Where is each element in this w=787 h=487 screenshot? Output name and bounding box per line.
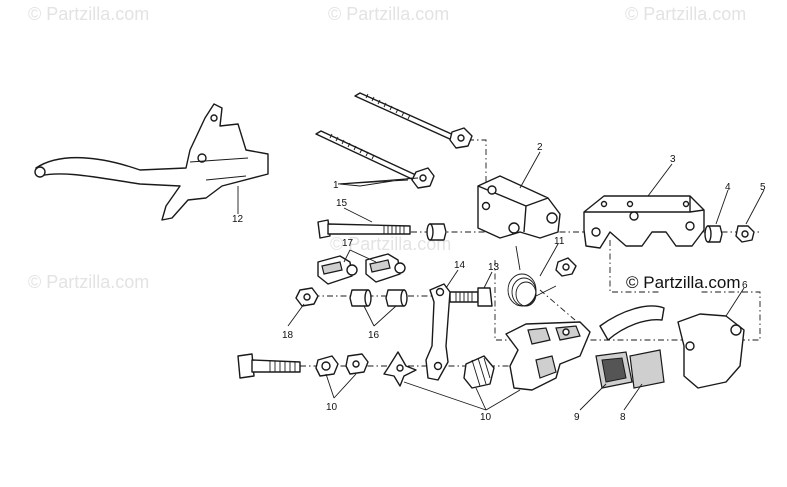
callout-9: 9 [574, 412, 580, 423]
cable-clamp-part-17 [317, 253, 406, 285]
callout-8: 8 [620, 412, 626, 423]
callout-3: 3 [670, 154, 676, 165]
lever-arm-part-14 [425, 283, 451, 381]
watermark-layer: © Partzilla.com © Partzilla.com © Partzi… [28, 4, 746, 292]
watermark-text: © Partzilla.com [328, 4, 449, 24]
callout-10: 10 [326, 402, 338, 413]
callout-6: 6 [742, 280, 748, 291]
long-bolt-part-15 [317, 219, 411, 239]
callout-14: 14 [454, 260, 466, 271]
brake-pad-part-9 [595, 351, 633, 389]
callout-11: 11 [554, 236, 565, 247]
caliper-yoke-part-3 [583, 195, 705, 249]
callout-15: 15 [336, 198, 348, 209]
watermark-text: © Partzilla.com [330, 234, 451, 254]
callout-5: 5 [760, 182, 766, 193]
bracket-part-2 [477, 175, 561, 239]
brake-lever-part-12 [34, 103, 269, 221]
watermark-text: © Partzilla.com [28, 4, 149, 24]
callout-12: 12 [232, 214, 244, 225]
watermark-text: © Partzilla.com [625, 4, 746, 24]
callout-17: 17 [342, 238, 354, 249]
caliper-body [505, 321, 591, 391]
brake-pad-part-8 [629, 349, 665, 389]
nut-part-5 [735, 225, 755, 243]
watermark-text: © Partzilla.com [28, 272, 149, 292]
spacer-part-16 [349, 289, 408, 307]
callout-10: 10 [480, 412, 492, 423]
spacer-part-4 [704, 225, 723, 243]
bolt-part-13 [449, 287, 493, 307]
callout-18: 18 [282, 330, 294, 341]
callout-2: 2 [537, 142, 543, 153]
hardware-part-10 [237, 351, 495, 389]
callout-1: 1 [333, 180, 339, 191]
brand-mark: © Partzilla.com [626, 273, 741, 292]
nut-part-18 [295, 287, 319, 307]
callout-labels: 1 2 3 4 5 6 8 9 10 10 11 12 13 14 15 16 … [232, 142, 766, 423]
callout-leaders [237, 151, 765, 411]
cable-assembly-part-1 [315, 92, 473, 189]
torsion-spring-part-11 [507, 245, 577, 307]
outer-plate-part-6 [677, 313, 745, 389]
callout-4: 4 [725, 182, 731, 193]
callout-16: 16 [368, 330, 380, 341]
brake-shoe [599, 305, 665, 341]
callout-13: 13 [488, 262, 500, 273]
spacer-sleeve [426, 223, 447, 241]
